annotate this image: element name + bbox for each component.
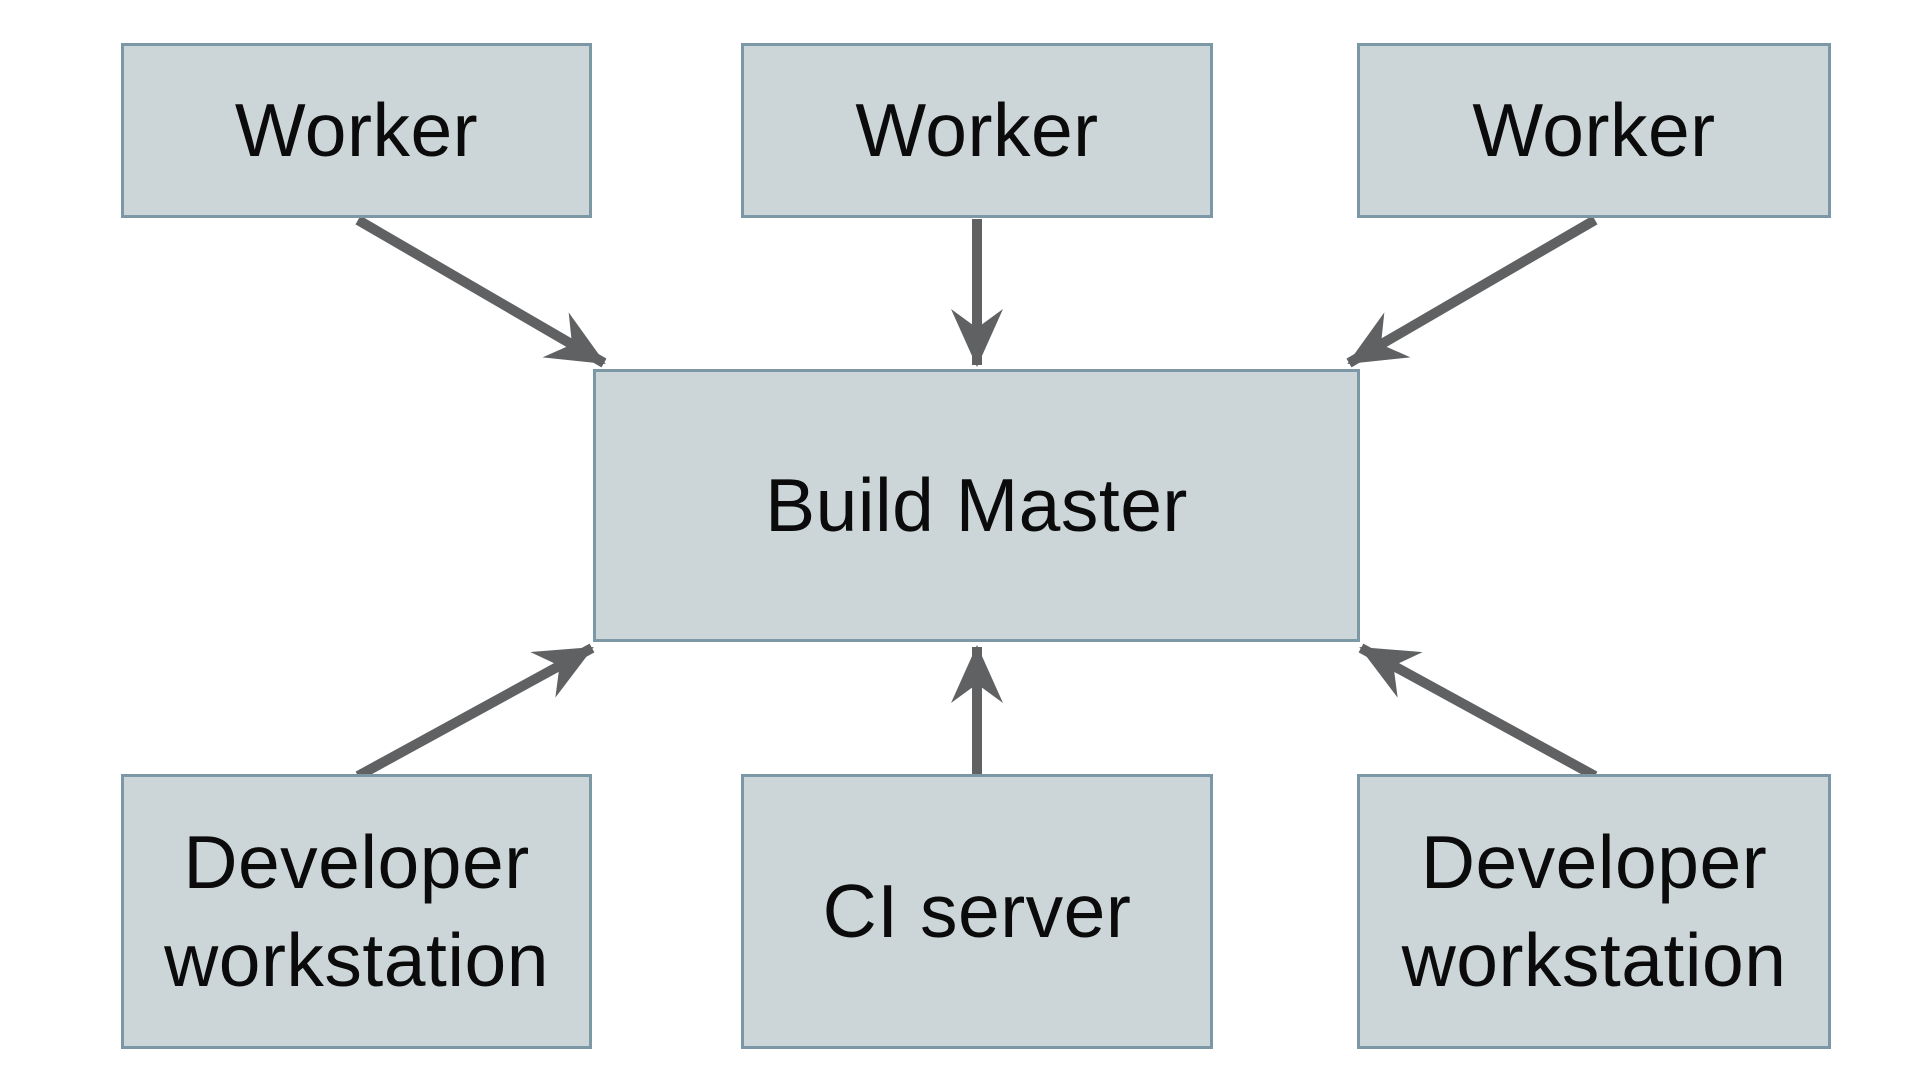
node-worker-1-label: Worker [234,87,479,172]
node-developer-workstation-left-label: Developer workstation [164,820,549,1002]
edge-worker-1-to-build-master [355,215,607,368]
node-worker-1: Worker [121,43,592,218]
node-ci-server-label: CI server [822,868,1132,953]
edge-worker-3-to-build-master [1346,215,1598,368]
node-developer-workstation-right: Developer workstation [1357,774,1831,1049]
node-ci-server: CI server [741,774,1213,1049]
node-worker-3: Worker [1357,43,1831,218]
node-worker-2-label: Worker [855,87,1099,172]
node-worker-2: Worker [741,43,1213,218]
node-developer-workstation-left: Developer workstation [121,774,592,1049]
node-build-master-label: Build Master [765,462,1188,547]
edge-developer-workstation-left-to-build-master [355,643,595,781]
edge-developer-workstation-right-to-build-master [1358,643,1598,781]
node-developer-workstation-right-label: Developer workstation [1401,820,1787,1002]
node-worker-3-label: Worker [1472,87,1716,172]
node-build-master: Build Master [593,369,1360,642]
